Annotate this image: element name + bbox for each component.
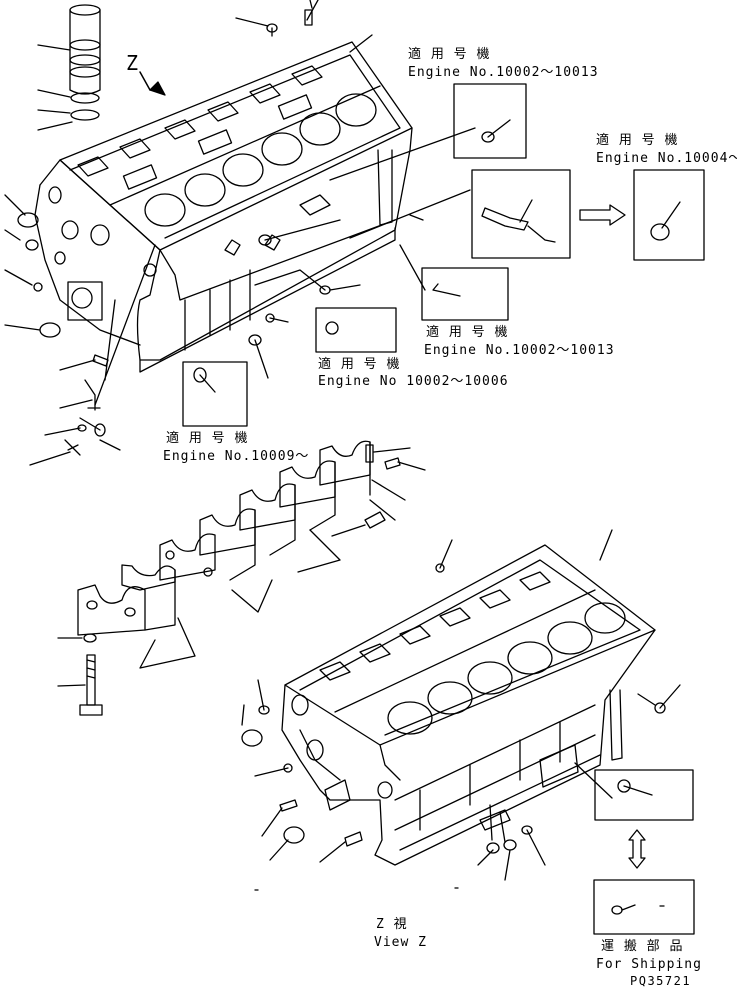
shipping-label-en: For Shipping [596,957,702,972]
callout-c-en: Engine No.10002～10013 [424,343,615,358]
upper-right-fittings [139,0,471,379]
double-arrow [628,829,646,869]
callout-e-jp: 適 用 号 機 [166,431,249,446]
callout-d-en: Engine No 10002～10006 [318,374,509,389]
callout-box-c [421,267,509,321]
callout-a-jp: 適 用 号 機 [408,47,491,62]
callout-box-d [315,307,397,353]
arrow-to-box-b [579,204,626,226]
upper-cylinder-block [34,41,413,373]
view-z-fittings [241,529,681,891]
callout-b-jp: 適 用 号 機 [596,133,679,148]
cylinder-liner [37,4,101,131]
upper-left-plugs [4,194,156,466]
shipping-label-jp: 運 搬 部 品 [601,939,684,954]
callout-box-e [182,361,248,427]
callout-box-pressure-switch [471,169,571,259]
view-z-caption-jp: Z 視 [376,917,408,932]
callout-box-a [329,83,527,181]
main-bearing-caps [77,440,426,669]
callout-c-jp: 適 用 号 機 [426,325,509,340]
callout-box-shipping [593,879,695,935]
callout-d-jp: 適 用 号 機 [318,357,401,372]
lower-cylinder-block-view-z [281,544,656,866]
view-z-caption-en: View Z [374,935,427,950]
callout-b-en: Engine No.10004～ [596,151,737,166]
callout-box-lower [574,762,694,821]
callout-a-en: Engine No.10002～10013 [408,65,599,80]
main-bearing-bolt [57,633,103,716]
figure-code: PQ35721 [630,974,692,988]
callout-box-b [633,169,705,261]
view-z-marker: Z [126,51,139,75]
callout-e-en: Engine No.10009～ [163,449,310,464]
